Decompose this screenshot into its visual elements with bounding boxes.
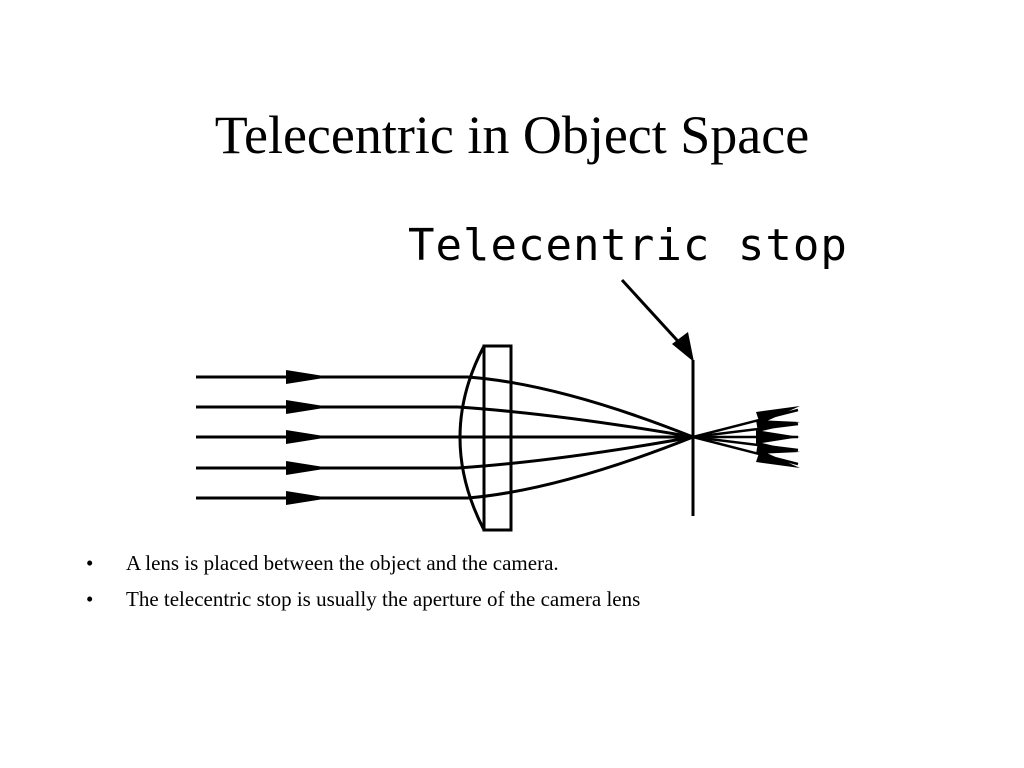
telecentric-stop-label: Telecentric stop [408, 220, 848, 271]
converging-rays [456, 375, 694, 500]
bullet-dot-icon: • [86, 551, 94, 575]
bullet-text: A lens is placed between the object and … [126, 551, 559, 575]
telecentric-diagram: Telecentric stop [196, 220, 848, 532]
stop-pointer-arrow [620, 278, 694, 362]
bullet-dot-icon: • [86, 587, 94, 611]
ray-arrowheads [286, 370, 330, 505]
bullet-item: • A lens is placed between the object an… [86, 545, 640, 581]
bullet-list: • A lens is placed between the object an… [86, 545, 640, 617]
bullet-text: The telecentric stop is usually the aper… [126, 587, 641, 611]
bullet-item: • The telecentric stop is usually the ap… [86, 581, 640, 617]
incoming-rays [196, 375, 468, 500]
slide-title: Telecentric in Object Space [214, 105, 810, 165]
image-arrowheads [756, 406, 800, 468]
